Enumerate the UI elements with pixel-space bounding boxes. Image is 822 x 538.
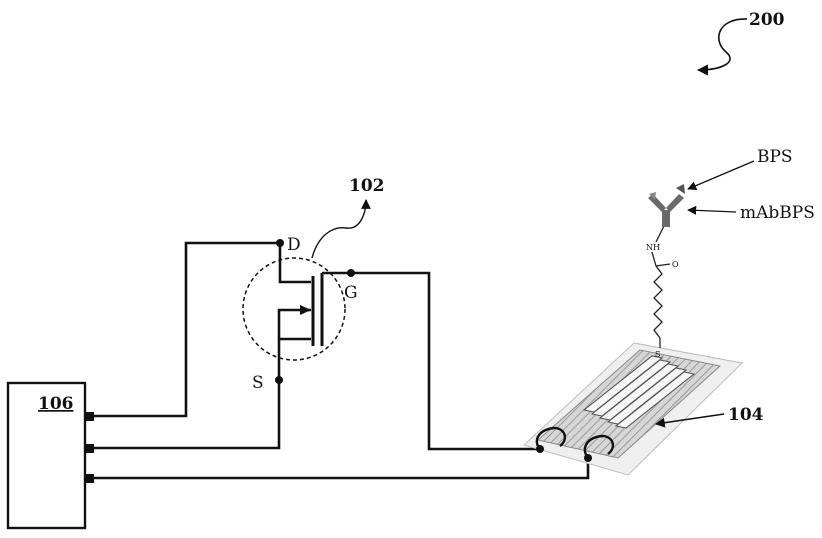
source-label: S (252, 373, 264, 393)
transistor-arrow (300, 305, 311, 315)
drain-node (276, 239, 284, 247)
transistor-ref-leader (311, 199, 371, 259)
figure-number-arrow (696, 18, 748, 76)
controller-terminal-1 (85, 412, 94, 421)
electrode-return-wire (94, 458, 590, 480)
sensor-chip (523, 342, 744, 476)
linker-amide-bond (651, 251, 657, 267)
analyte-leader (687, 160, 755, 190)
gate-label: G (344, 283, 358, 303)
controller-label: 106 (38, 394, 74, 414)
figure-number-label: 200 (749, 10, 785, 30)
controller-terminal-3 (85, 474, 94, 483)
transistor-body-lead (277, 308, 311, 339)
sensor-ref-label: 104 (728, 405, 764, 425)
analyte-label: BPS (757, 147, 793, 167)
antibody-icon (648, 192, 684, 227)
sensor-gate-node (536, 445, 544, 453)
controller-box (6, 381, 87, 530)
gate-node (347, 269, 355, 277)
gate-wire (351, 271, 540, 451)
antibody-leader (687, 205, 737, 215)
controller-terminal-2 (85, 444, 94, 453)
transistor-outline (242, 257, 346, 361)
sensor-ref-leader (655, 413, 725, 428)
drain-wire (94, 241, 280, 418)
transistor-ref-label: 102 (349, 176, 385, 196)
sensor-return-node (584, 454, 592, 462)
linker-alkyl-chain (653, 265, 663, 339)
linker-carbonyl-bond (655, 263, 671, 267)
source-wire (94, 380, 281, 450)
linker-oxygen-atom: O (672, 260, 679, 269)
antibody-label: mAbBPS (740, 203, 815, 223)
analyte-icon (676, 184, 685, 194)
linker-nh-label: NH (646, 243, 660, 252)
linker-s-atom: S (655, 350, 660, 359)
drain-label: D (287, 235, 301, 255)
linker-to-antibody-bond (655, 225, 665, 243)
transistor-drain-lead (278, 243, 311, 284)
source-node (275, 376, 283, 384)
